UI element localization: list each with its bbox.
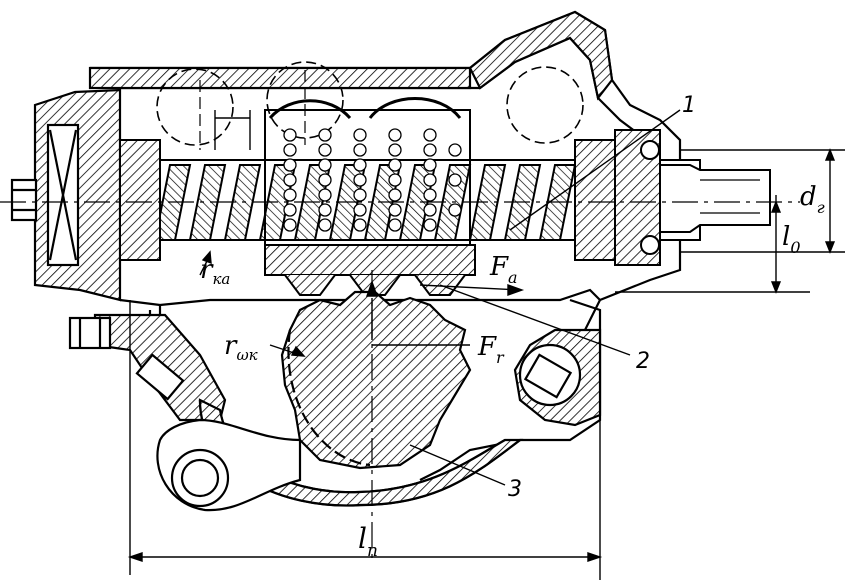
- dimensions: [127, 110, 845, 580]
- dimension-labels: dг l0 lп: [358, 182, 825, 561]
- label-l0-main: l: [782, 222, 790, 252]
- label-fa-main: F: [489, 252, 509, 282]
- gear-sector: [280, 290, 472, 470]
- leader-1: [509, 109, 681, 231]
- bearing-circle-2: [266, 61, 344, 139]
- balls: [283, 128, 462, 232]
- bearing-circle-3: [506, 66, 584, 144]
- label-dg: dг: [800, 182, 825, 217]
- label-fr-sub: r: [496, 348, 505, 367]
- right-bearing-race: [574, 139, 616, 261]
- label-rwk: rωк: [224, 331, 258, 364]
- part-label-2: 2: [636, 349, 650, 374]
- label-fa: Fa: [489, 252, 518, 287]
- housing: [10, 10, 682, 512]
- label-rka: rка: [200, 255, 230, 288]
- part-label-1: 1: [682, 93, 696, 118]
- bearings: [156, 61, 584, 146]
- leader-3: [409, 444, 506, 486]
- label-fr: Fr: [477, 332, 505, 367]
- fr-arrow-head: [366, 279, 378, 297]
- part-label-3: 3: [508, 477, 522, 502]
- label-l0-sub: 0: [790, 238, 800, 257]
- ball-return-tube: [268, 97, 462, 120]
- label-fa-sub: a: [508, 268, 518, 287]
- left-bearing-race: [119, 139, 161, 261]
- label-dg-sub: г: [817, 198, 825, 217]
- label-dg-main: d: [800, 182, 817, 212]
- force-labels: rка rωк Fa Fr: [200, 252, 518, 367]
- label-ln: lп: [358, 522, 378, 561]
- gear-sector-body: [280, 290, 472, 470]
- right-lower-bracket: [419, 298, 602, 481]
- label-ln-sub: п: [367, 541, 378, 561]
- label-rwk-sub: ωк: [236, 346, 257, 364]
- leaders: [199, 109, 681, 486]
- bearing-circle-1: [156, 68, 234, 146]
- fa-arrow-head: [507, 284, 525, 296]
- housing-top-hatch: [88, 66, 472, 90]
- adjuster-bolt: [10, 178, 38, 222]
- leader-2: [439, 284, 631, 356]
- part-labels: 1 2 3: [508, 93, 696, 502]
- label-fr-main: F: [477, 332, 497, 362]
- label-rka-main: r: [200, 255, 214, 285]
- label-l0: l0: [782, 222, 801, 257]
- flange-bolt: [68, 316, 112, 350]
- label-ln-main: l: [358, 522, 367, 555]
- label-rwk-main: r: [224, 331, 238, 361]
- label-rka-sub: ка: [212, 270, 230, 288]
